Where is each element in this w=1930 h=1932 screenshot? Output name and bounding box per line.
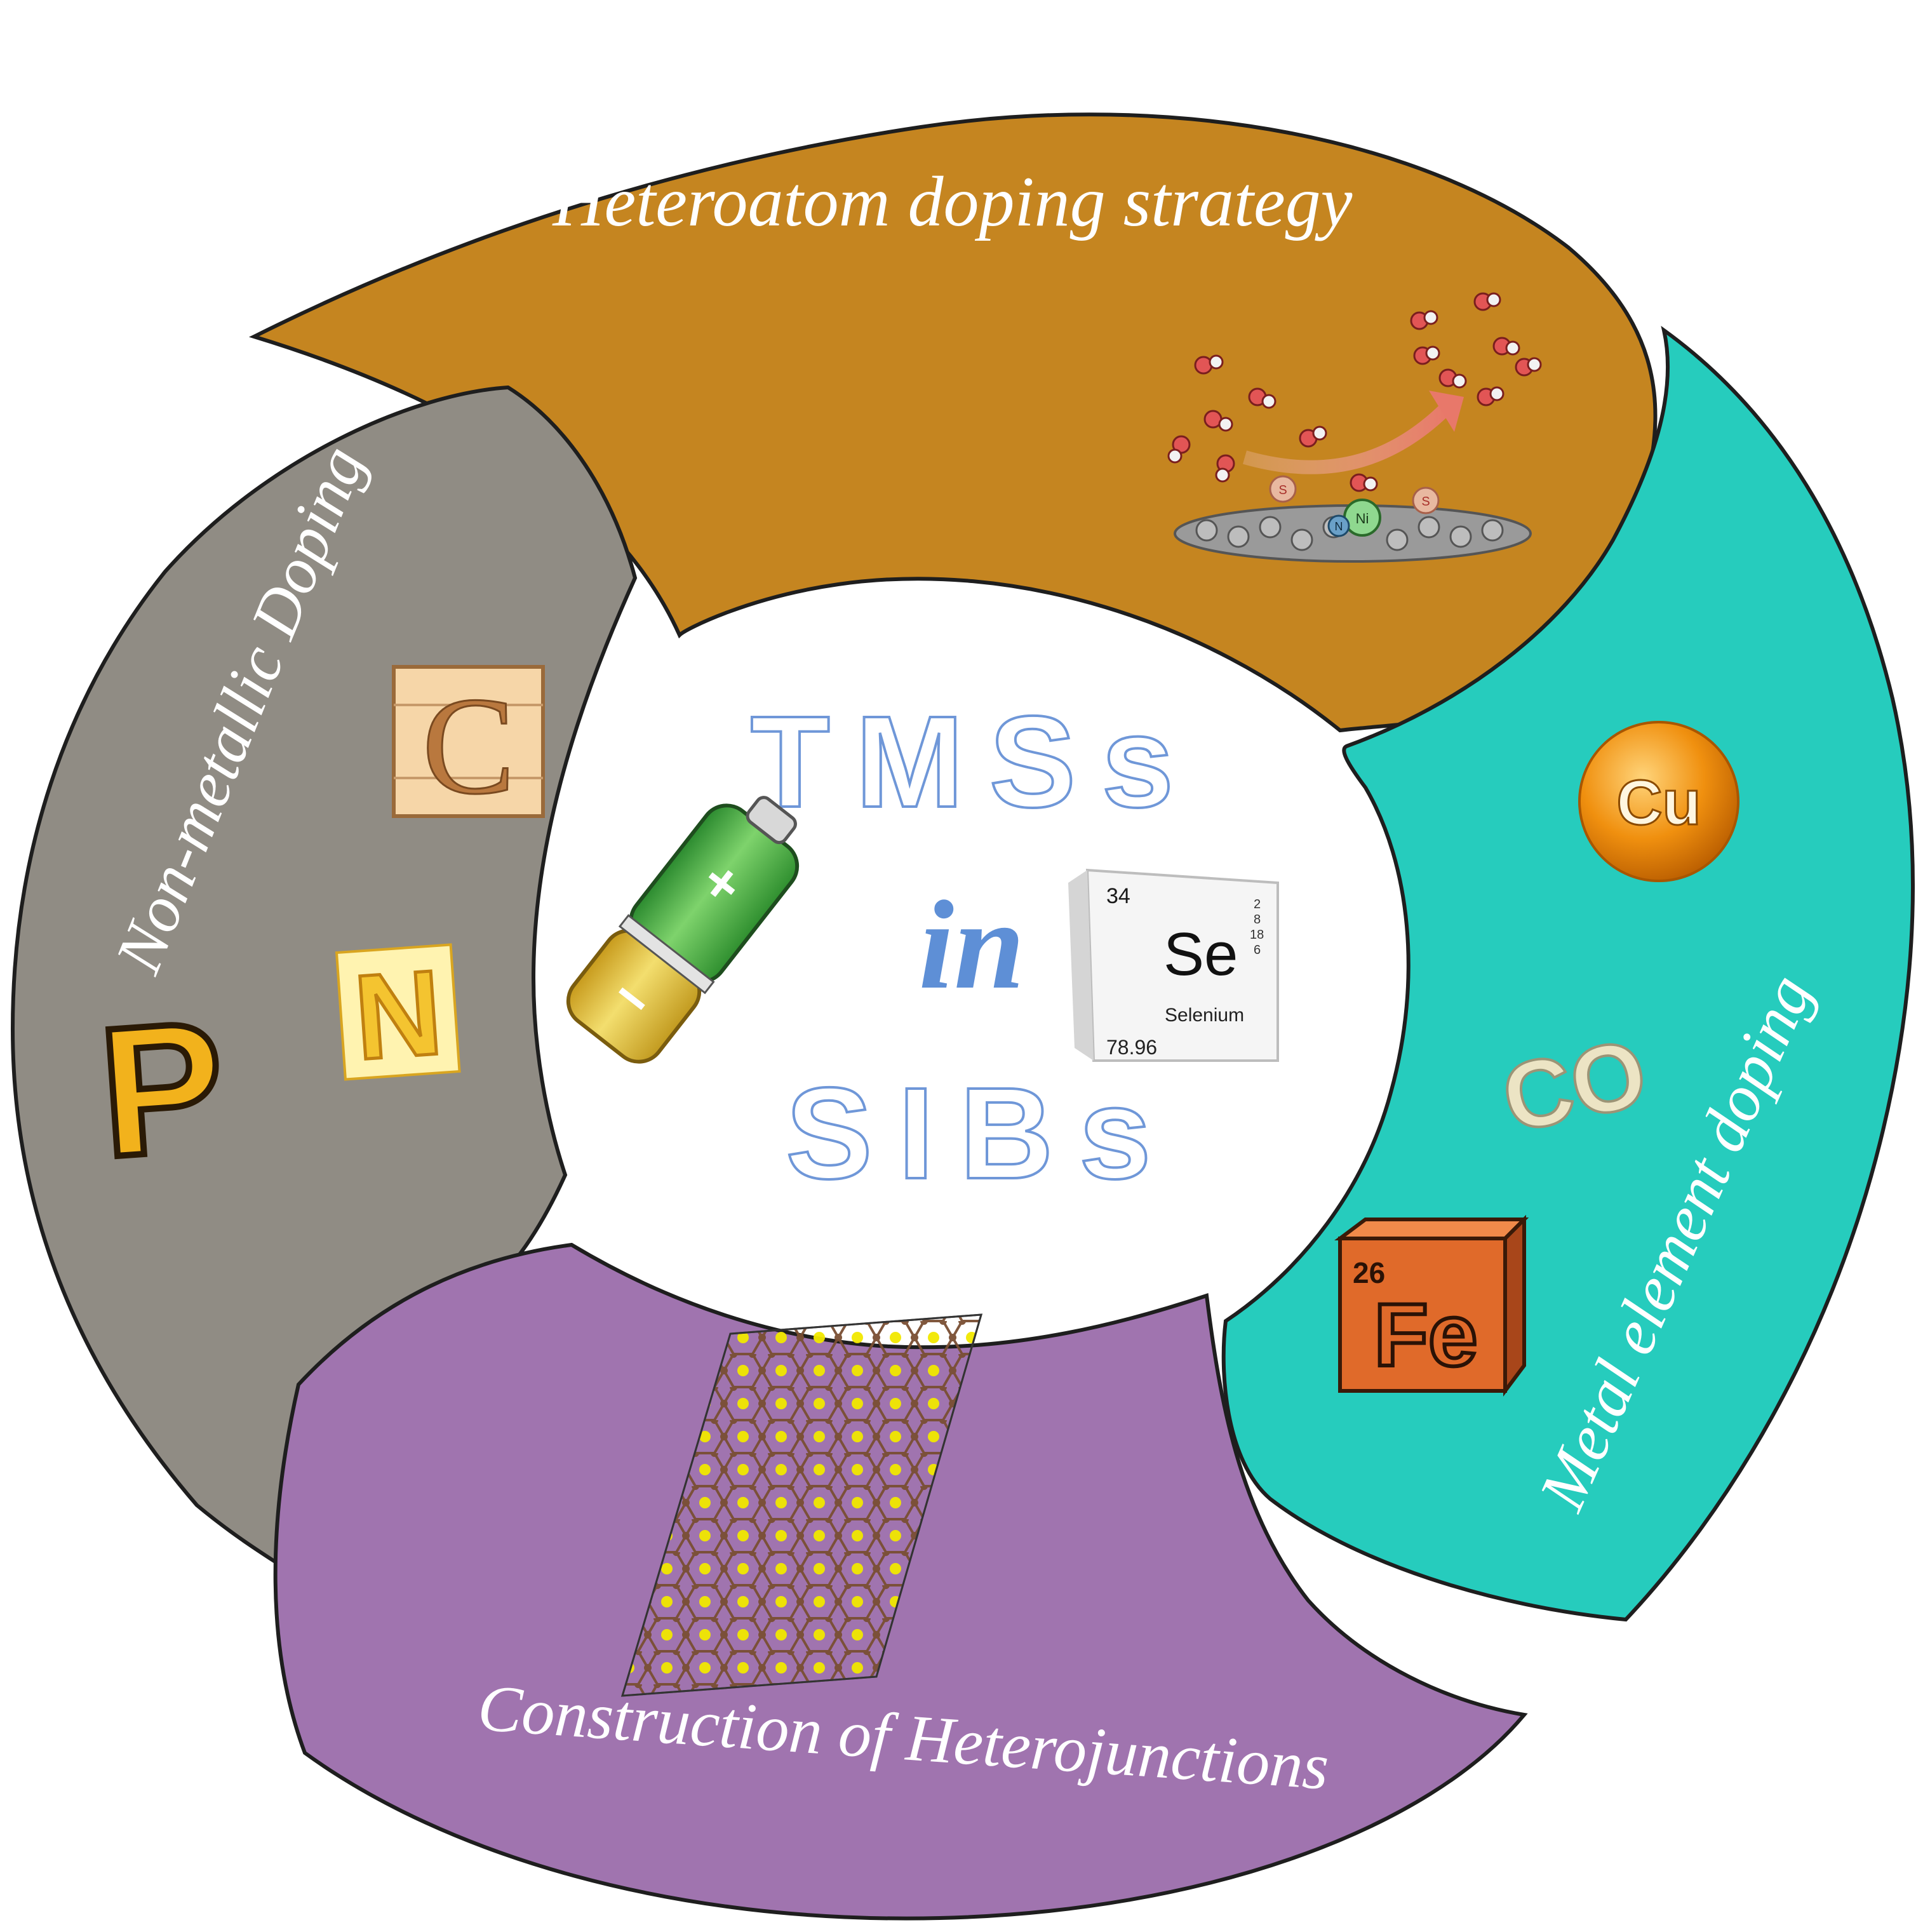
center-title-sibs: SIBs (786, 1061, 1177, 1206)
s-atom-icon-left: S (1269, 475, 1297, 503)
s-label-left: S (1278, 483, 1287, 497)
selenium-atomic-number: 34 (1106, 884, 1130, 908)
n-label: N (1335, 520, 1343, 533)
heterojunction-lattice-illustration (620, 1313, 983, 1697)
selenium-name: Selenium (1165, 1005, 1244, 1026)
selenium-shell-2: 8 (1254, 913, 1261, 927)
phosphorus-letter: P (94, 982, 231, 1196)
s-label-right: S (1421, 495, 1430, 509)
gas-desorption-illustration: Ni N S S (1167, 292, 1542, 563)
selenium-mass: 78.96 (1106, 1036, 1157, 1059)
center-title-in: in (919, 875, 1025, 1016)
carbon-block-icon: C (392, 665, 545, 824)
battery-icon: + − (566, 796, 800, 1064)
selenium-symbol: Se (1163, 920, 1238, 988)
center-disc (546, 635, 1207, 1296)
selenium-shell-3: 18 (1250, 928, 1264, 942)
ni-atom-icon: Ni (1343, 499, 1381, 537)
selenium-element-tile: 34 Se Selenium 78.96 2 8 18 6 (1068, 868, 1279, 1062)
desorption-arrow (1242, 401, 1453, 474)
selenium-shell-4: 6 (1254, 943, 1261, 957)
copper-ball-icon: Cu (1578, 721, 1739, 882)
gas-molecules (1167, 292, 1542, 492)
iron-atomic-number: 26 (1353, 1256, 1385, 1289)
nitrogen-letter: N (350, 945, 446, 1085)
s-atom-icon-right: S (1412, 486, 1440, 514)
copper-symbol: Cu (1616, 767, 1701, 838)
carbon-letter: C (422, 668, 516, 823)
phosphorus-letter-icon: P (91, 979, 234, 1199)
n-atom-icon: N (1327, 514, 1350, 537)
iron-cube-icon: 26 Fe (1334, 1214, 1529, 1397)
nitrogen-block-icon: N (335, 943, 461, 1087)
selenium-shell-1: 2 (1254, 897, 1261, 911)
ni-label: Ni (1356, 511, 1369, 527)
carbon-sheet (1174, 504, 1532, 563)
segment-top-title: Heteroatom doping strategy (552, 163, 1353, 241)
center-title-tmss: TMSs (751, 689, 1200, 835)
iron-symbol: Fe (1374, 1285, 1477, 1385)
